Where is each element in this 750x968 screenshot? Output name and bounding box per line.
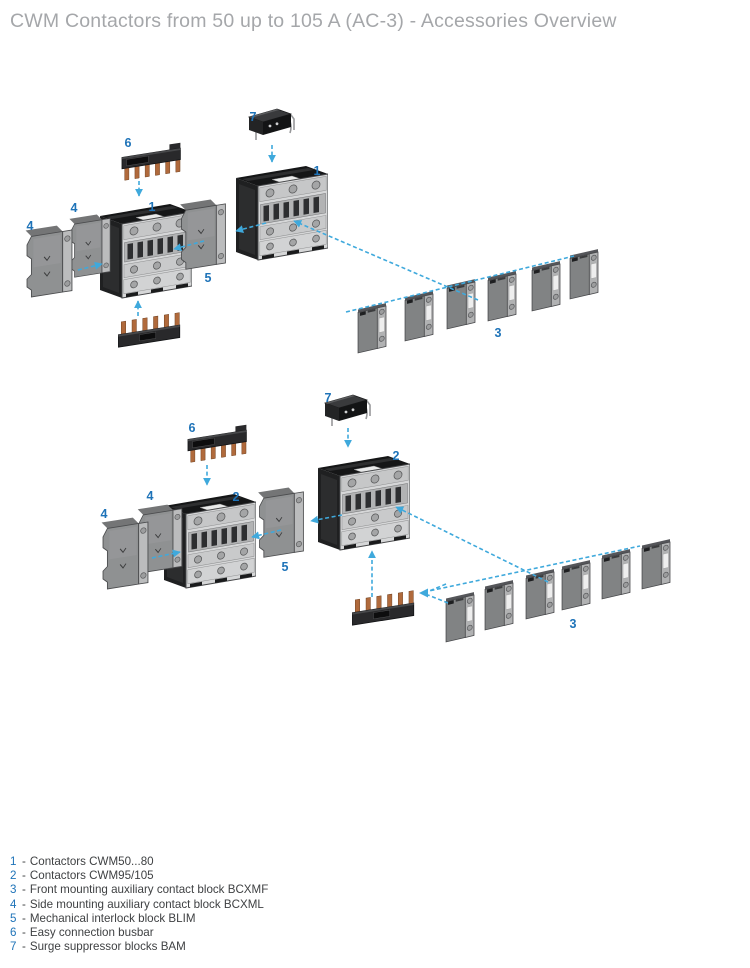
legend: 1 - Contactors CWM50...80 2 - Contactors… xyxy=(10,855,268,954)
legend-desc: Easy connection busbar xyxy=(29,926,154,940)
front-aux-block-bcxmf xyxy=(445,592,475,643)
callout-1-right: 1 xyxy=(314,164,321,178)
callout-3: 3 xyxy=(570,617,577,631)
callout-7: 7 xyxy=(250,110,257,124)
legend-desc: Mechanical interlock block BLIM xyxy=(29,911,196,925)
front-aux-block-bcxmf xyxy=(561,560,591,611)
easy-connection-busbar-top xyxy=(187,424,247,464)
arrow-interlock-left xyxy=(251,529,282,540)
callout-5: 5 xyxy=(282,560,289,574)
callout-2-right: 2 xyxy=(393,449,400,463)
callout-2-left: 2 xyxy=(233,490,240,504)
legend-num: 2 xyxy=(10,869,17,883)
front-aux-block-bcxmf xyxy=(404,291,434,342)
arrow-contactor-to-interlock xyxy=(235,222,267,234)
callout-4-outer: 4 xyxy=(27,219,34,233)
page-title: CWM Contactors from 50 up to 105 A (AC-3… xyxy=(10,10,617,32)
side-aux-block-bcxml xyxy=(101,516,149,591)
mounting-line-aux-to-contactor xyxy=(395,506,549,583)
legend-desc: Contactors CWM50...80 xyxy=(29,855,154,868)
easy-connection-busbar-bottom xyxy=(117,312,181,348)
front-aux-block-bcxmf xyxy=(531,261,561,312)
arrow-contactor-to-interlock xyxy=(310,514,343,524)
chevron-to-busbar-upper xyxy=(426,583,447,593)
legend-item-5: 5 - Mechanical interlock block BLIM xyxy=(10,912,268,926)
mechanical-interlock-blim xyxy=(257,486,304,559)
legend-item-7: 7 - Surge suppressor blocks BAM xyxy=(10,940,268,954)
chevron-arrowhead xyxy=(419,588,428,598)
callout-6: 6 xyxy=(189,421,196,435)
callout-4-inner: 4 xyxy=(147,489,154,503)
legend-num: 1 xyxy=(10,855,17,868)
mounting-line-aux-chain xyxy=(423,545,641,593)
side-aux-block-bcxml xyxy=(25,224,73,299)
front-aux-block-bcxmf xyxy=(569,249,599,300)
legend-num: 4 xyxy=(10,897,17,911)
mechanical-interlock-blim xyxy=(179,198,226,271)
front-aux-block-bcxmf xyxy=(357,303,387,354)
front-aux-block-bcxmf xyxy=(641,539,671,590)
callout-1-left: 1 xyxy=(149,200,156,214)
legend-item-2: 2 - Contactors CWM95/105 xyxy=(10,869,268,883)
legend-num: 5 xyxy=(10,911,17,925)
legend-desc: Contactors CWM95/105 xyxy=(29,869,154,883)
front-aux-block-bcxmf xyxy=(601,549,631,600)
legend-item-6: 6 - Easy connection busbar xyxy=(10,926,268,940)
diagram-cwm95-105: 7 6 2 2 4 4 5 3 xyxy=(101,391,671,643)
contactor-cwm50-80-main xyxy=(235,165,328,261)
legend-desc: Side mounting auxiliary contact block BC… xyxy=(29,897,264,911)
legend-separator: - xyxy=(22,869,26,883)
contactor-cwm95-105-main xyxy=(317,455,410,551)
callout-4-outer: 4 xyxy=(101,507,108,521)
legend-num: 7 xyxy=(10,940,17,954)
accessories-exploded-diagram: 7 6 1 1 4 4 5 3 xyxy=(25,108,671,643)
legend-item-4: 4 - Side mounting auxiliary contact bloc… xyxy=(10,898,268,912)
legend-item-3: 3 - Front mounting auxiliary contact blo… xyxy=(10,883,268,897)
mounting-line-aux-to-contactor xyxy=(293,220,479,301)
arrow-sideblock-right xyxy=(151,549,181,559)
legend-num: 3 xyxy=(10,883,17,897)
contactor-cwm50-80-with-accessories xyxy=(99,203,192,299)
callout-5: 5 xyxy=(205,271,212,285)
legend-desc: Front mounting auxiliary contact block B… xyxy=(29,883,269,897)
arrow-sideblock-right xyxy=(77,261,103,271)
callout-7: 7 xyxy=(325,391,332,405)
side-aux-block-mounted xyxy=(68,211,111,279)
callout-6: 6 xyxy=(125,136,132,150)
legend-separator: - xyxy=(22,926,26,940)
legend-separator: - xyxy=(22,911,26,925)
callout-3: 3 xyxy=(495,326,502,340)
legend-separator: - xyxy=(22,855,26,868)
front-aux-block-bcxmf xyxy=(484,580,514,631)
callout-4-inner: 4 xyxy=(71,201,78,215)
surge-suppressor-bam xyxy=(324,394,371,427)
legend-desc: Surge suppressor blocks BAM xyxy=(29,940,186,954)
chevron-to-busbar-lower xyxy=(427,594,449,604)
front-aux-block-bcxmf xyxy=(525,569,555,620)
legend-separator: - xyxy=(22,883,26,897)
legend-item-1: 1 - Contactors CWM50...80 xyxy=(10,855,268,869)
easy-connection-busbar-bottom xyxy=(351,590,415,626)
legend-separator: - xyxy=(22,940,26,954)
legend-num: 6 xyxy=(10,926,17,940)
legend-separator: - xyxy=(22,897,26,911)
front-aux-block-bcxmf xyxy=(487,271,517,322)
arrow-interlock-left xyxy=(173,240,205,252)
diagram-cwm50-80: 7 6 1 1 4 4 5 3 xyxy=(25,108,599,354)
